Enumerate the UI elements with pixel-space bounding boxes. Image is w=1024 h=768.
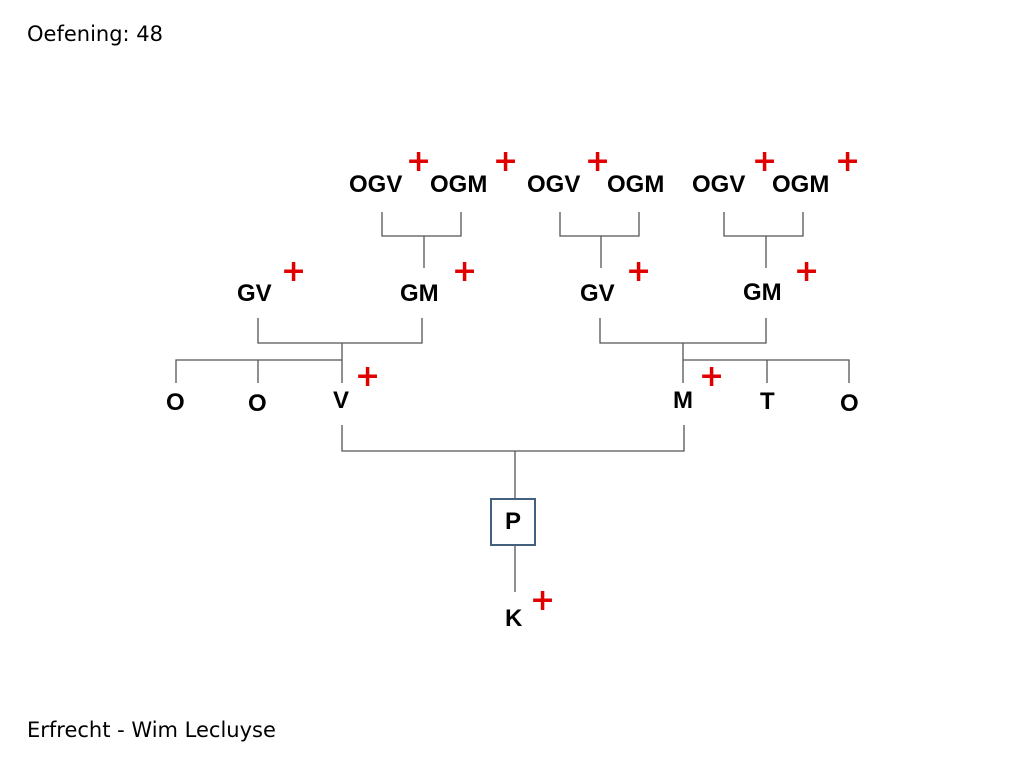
label-gm-mother-side: GM <box>743 279 782 306</box>
deceased-marker-gv-mother-side: + <box>626 254 652 289</box>
slide-footer: Erfrecht - Wim Lecluyse <box>27 718 276 742</box>
label-child: K <box>505 605 523 632</box>
deceased-marker-father: + <box>355 359 381 394</box>
label-ogv-3: OGV <box>692 171 746 198</box>
deceased-marker-mother: + <box>699 359 725 394</box>
connector-ogv-ogm-2 <box>559 212 640 268</box>
slide-title: Oefening: 48 <box>27 22 164 46</box>
connector-father-parents <box>257 318 423 383</box>
deceased-marker-ogm-3: + <box>835 144 861 179</box>
deceased-marker-ogv-1: + <box>406 144 432 179</box>
label-aunt-uncle-t: T <box>760 388 775 415</box>
label-mother: M <box>673 387 693 414</box>
label-father: V <box>333 387 350 414</box>
label-ogm-1: OGM <box>430 171 488 198</box>
label-ogm-2: OGM <box>607 171 665 198</box>
deceased-marker-gv-father-side: + <box>281 254 307 289</box>
deceased-marker-gm-mother-side: + <box>794 254 820 289</box>
label-ogm-3: OGM <box>772 171 830 198</box>
deceased-marker-ogm-1: + <box>493 144 519 179</box>
label-aunt-uncle-o: O <box>840 390 859 417</box>
label-ogv-2: OGV <box>527 171 581 198</box>
label-uncle-aunt-1: O <box>166 389 185 416</box>
connector-parents-testator <box>341 425 685 498</box>
label-gm-father-side: GM <box>400 280 439 307</box>
testator-box: P <box>490 498 536 546</box>
connector-ogv-ogm-3 <box>723 212 804 268</box>
connector-mother-parents <box>599 318 767 383</box>
connector-father-siblings <box>175 359 342 383</box>
label-gv-father-side: GV <box>237 280 272 307</box>
connector-mother-siblings <box>683 359 850 383</box>
label-gv-mother-side: GV <box>580 280 615 307</box>
label-uncle-aunt-2: O <box>248 390 267 417</box>
deceased-marker-ogv-2: + <box>585 144 611 179</box>
label-testator: P <box>504 508 521 535</box>
connector-ogv-ogm-1 <box>381 212 462 268</box>
deceased-marker-ogv-3: + <box>752 144 778 179</box>
label-ogv-1: OGV <box>349 171 403 198</box>
deceased-marker-gm-father-side: + <box>452 254 478 289</box>
deceased-marker-child: + <box>530 583 556 618</box>
